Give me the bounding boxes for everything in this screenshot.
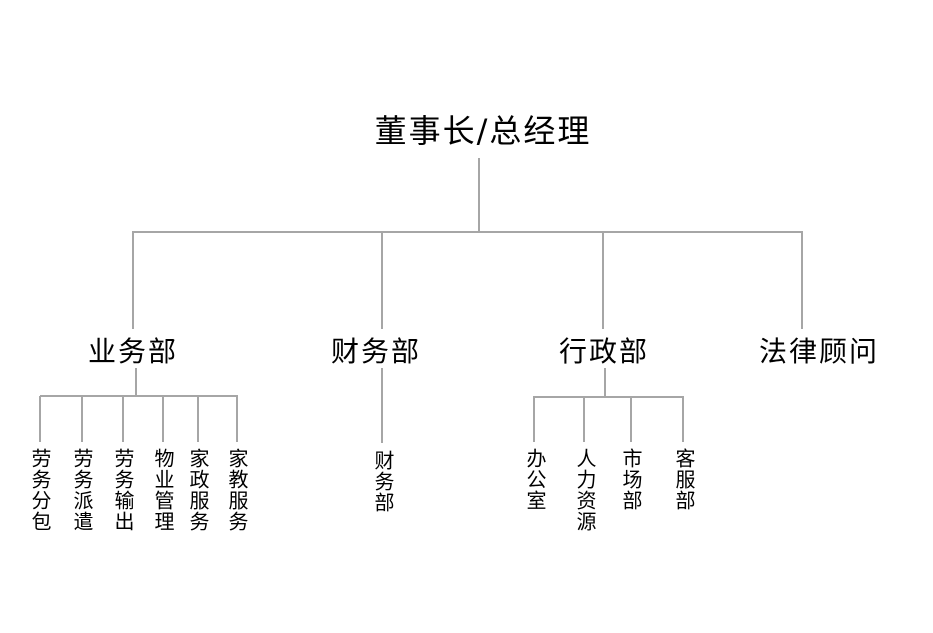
connector-business-child-drop [81,396,83,442]
connector-business-horizontal [40,395,238,397]
connector-business-child-drop [39,396,41,442]
leaf-node-tutoring: 家教服务 [225,448,249,532]
leaf-node-finance: 财务部 [371,450,395,513]
leaf-node-marketing: 市场部 [619,448,643,511]
leaf-node-customer-service: 客服部 [672,448,696,511]
root-node-label: 董事长/总经理 [374,112,592,150]
leaf-node-labor-export: 劳务输出 [111,448,135,532]
connector-admin-child-drop [630,397,632,442]
connector-business-child-drop [162,396,164,442]
connector-business-child-drop [122,396,124,442]
dept-node-legal: 法律顾问 [758,335,880,368]
connector-admin-child-drop [583,397,585,442]
connector-admin-trunk [604,368,606,397]
connector-business-trunk [135,368,137,396]
connector-drop-business [132,232,134,329]
connector-business-child-drop [197,396,199,442]
leaf-node-labor-subcontract: 劳务分包 [28,448,52,532]
dept-node-business: 业务部 [87,335,179,368]
connector-drop-admin [602,232,604,329]
connector-admin-child-drop [533,397,535,442]
dept-node-finance: 财务部 [330,335,422,368]
connector-business-child-drop [236,396,238,442]
connector-drop-legal [801,232,803,329]
connector-admin-child-drop [682,397,684,442]
leaf-node-office: 办公室 [523,448,547,511]
leaf-node-housekeeping: 家政服务 [186,448,210,532]
leaf-node-property-mgmt: 物业管理 [151,448,175,532]
dept-node-admin: 行政部 [558,335,650,368]
connector-root-trunk [478,158,480,232]
connector-main-horizontal [132,231,803,233]
connector-drop-finance [381,232,383,329]
leaf-node-labor-dispatch: 劳务派遣 [70,448,94,532]
leaf-node-hr: 人力资源 [573,448,597,532]
connector-finance-trunk [381,368,383,443]
connector-admin-horizontal [533,396,684,398]
